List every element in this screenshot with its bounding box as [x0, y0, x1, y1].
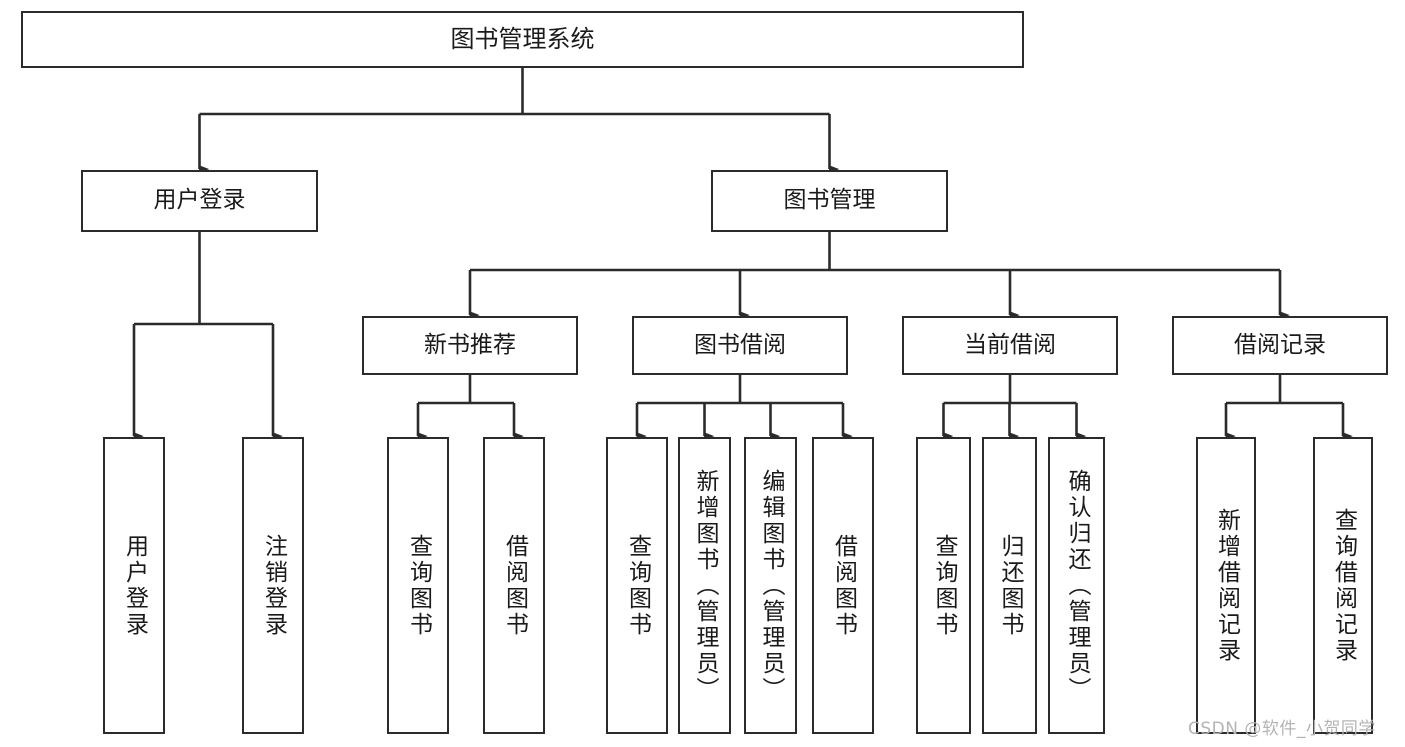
node-label: 图书借阅: [694, 331, 786, 358]
node-label: 查询借阅记录: [1330, 507, 1357, 664]
node-label: 借阅图书: [501, 533, 528, 638]
leaf-node-return-book[interactable]: 归还图书: [982, 437, 1037, 734]
leaf-node-query-book-2[interactable]: 查询图书: [606, 437, 668, 734]
node-label: 查询图书: [624, 533, 651, 638]
node-label: 查询图书: [931, 533, 957, 638]
leaf-node-logout[interactable]: 注销登录: [242, 437, 304, 734]
node-label: 新书推荐: [424, 331, 516, 358]
node-label: 图书管理系统: [450, 25, 595, 54]
node-user-login[interactable]: 用户登录: [81, 170, 318, 232]
leaf-node-add-book-admin[interactable]: 新增图书（管理员）: [678, 437, 731, 734]
node-label: 借阅图书: [830, 533, 857, 638]
leaf-node-query-borrow-record[interactable]: 查询借阅记录: [1313, 437, 1373, 734]
leaf-node-query-book-1[interactable]: 查询图书: [387, 437, 449, 734]
node-current-borrowing[interactable]: 当前借阅: [902, 316, 1118, 375]
leaf-node-edit-book-admin[interactable]: 编辑图书（管理员）: [744, 437, 797, 734]
node-label: 用户登录: [121, 533, 148, 638]
node-book-borrowing[interactable]: 图书借阅: [632, 316, 848, 375]
node-label: 编辑图书（管理员）: [758, 468, 784, 703]
leaf-node-borrow-book-2[interactable]: 借阅图书: [812, 437, 874, 734]
csdn-watermark: CSDN @软件_小贺同学: [1188, 719, 1376, 739]
node-label: 确认归还（管理员）: [1064, 468, 1090, 703]
node-label: 注销登录: [260, 533, 287, 638]
leaf-node-confirm-return-admin[interactable]: 确认归还（管理员）: [1048, 437, 1105, 734]
node-book-management-system[interactable]: 图书管理系统: [21, 11, 1024, 68]
leaf-node-add-borrow-record[interactable]: 新增借阅记录: [1196, 437, 1256, 734]
node-borrowing-records[interactable]: 借阅记录: [1172, 316, 1388, 375]
node-label: 用户登录: [153, 187, 246, 214]
node-label: 查询图书: [405, 533, 432, 638]
node-label: 新增借阅记录: [1213, 507, 1240, 664]
node-label: 归还图书: [997, 533, 1023, 638]
node-book-management[interactable]: 图书管理: [711, 170, 948, 232]
leaf-node-user-login[interactable]: 用户登录: [103, 437, 165, 734]
node-label: 图书管理: [783, 187, 876, 214]
node-label: 新增图书（管理员）: [692, 468, 718, 703]
node-label: 当前借阅: [964, 331, 1056, 358]
leaf-node-borrow-book-1[interactable]: 借阅图书: [483, 437, 545, 734]
node-new-book-recommendation[interactable]: 新书推荐: [362, 316, 578, 375]
node-label: 借阅记录: [1234, 331, 1326, 358]
leaf-node-query-book-3[interactable]: 查询图书: [916, 437, 971, 734]
